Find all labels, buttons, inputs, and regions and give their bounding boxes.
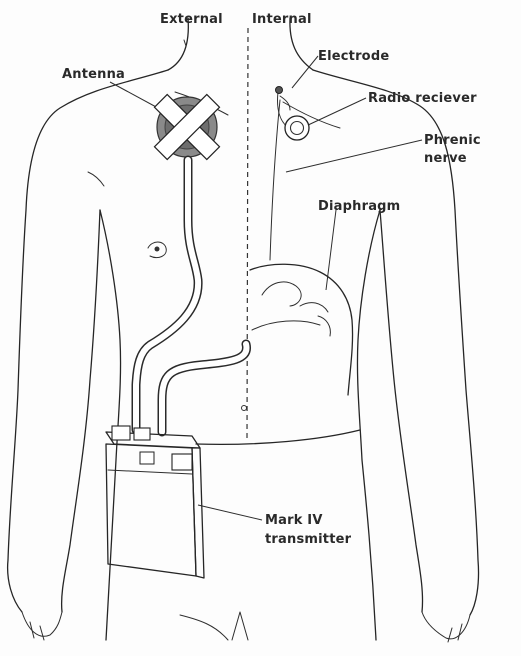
midline-divider: [247, 28, 248, 440]
label-transmitter-line2: transmitter: [265, 532, 352, 547]
electrode-tip: [276, 87, 283, 94]
radio-receiver: [285, 116, 309, 140]
umbilicus-mark: [242, 406, 247, 411]
leader-phrenic-nerve: [286, 140, 422, 172]
label-external: External: [160, 12, 223, 27]
label-phrenic-line2: nerve: [424, 151, 467, 166]
label-phrenic-line1: Phrenic: [424, 133, 481, 148]
leader-diaphragm: [326, 210, 336, 290]
label-antenna: Antenna: [62, 67, 125, 82]
label-transmitter-line1: Mark IV: [265, 513, 323, 528]
label-electrode: Electrode: [318, 49, 389, 64]
phrenic-nerve: [270, 100, 280, 260]
label-diaphragm: Diaphragm: [318, 199, 400, 214]
leader-antenna: [110, 82, 158, 108]
label-internal: Internal: [252, 12, 312, 27]
waist-line: [196, 430, 360, 444]
label-radio-receiver: Radio reciever: [368, 91, 477, 106]
leader-transmitter: [198, 505, 262, 520]
leader-electrode: [292, 56, 318, 88]
leader-radio-receiver: [306, 98, 366, 126]
diaphragm-outline: [250, 264, 353, 395]
antenna-device: [154, 94, 219, 159]
torso-outline: [8, 18, 479, 642]
antenna-cable: [136, 160, 247, 432]
transmitter-device: [106, 426, 204, 578]
